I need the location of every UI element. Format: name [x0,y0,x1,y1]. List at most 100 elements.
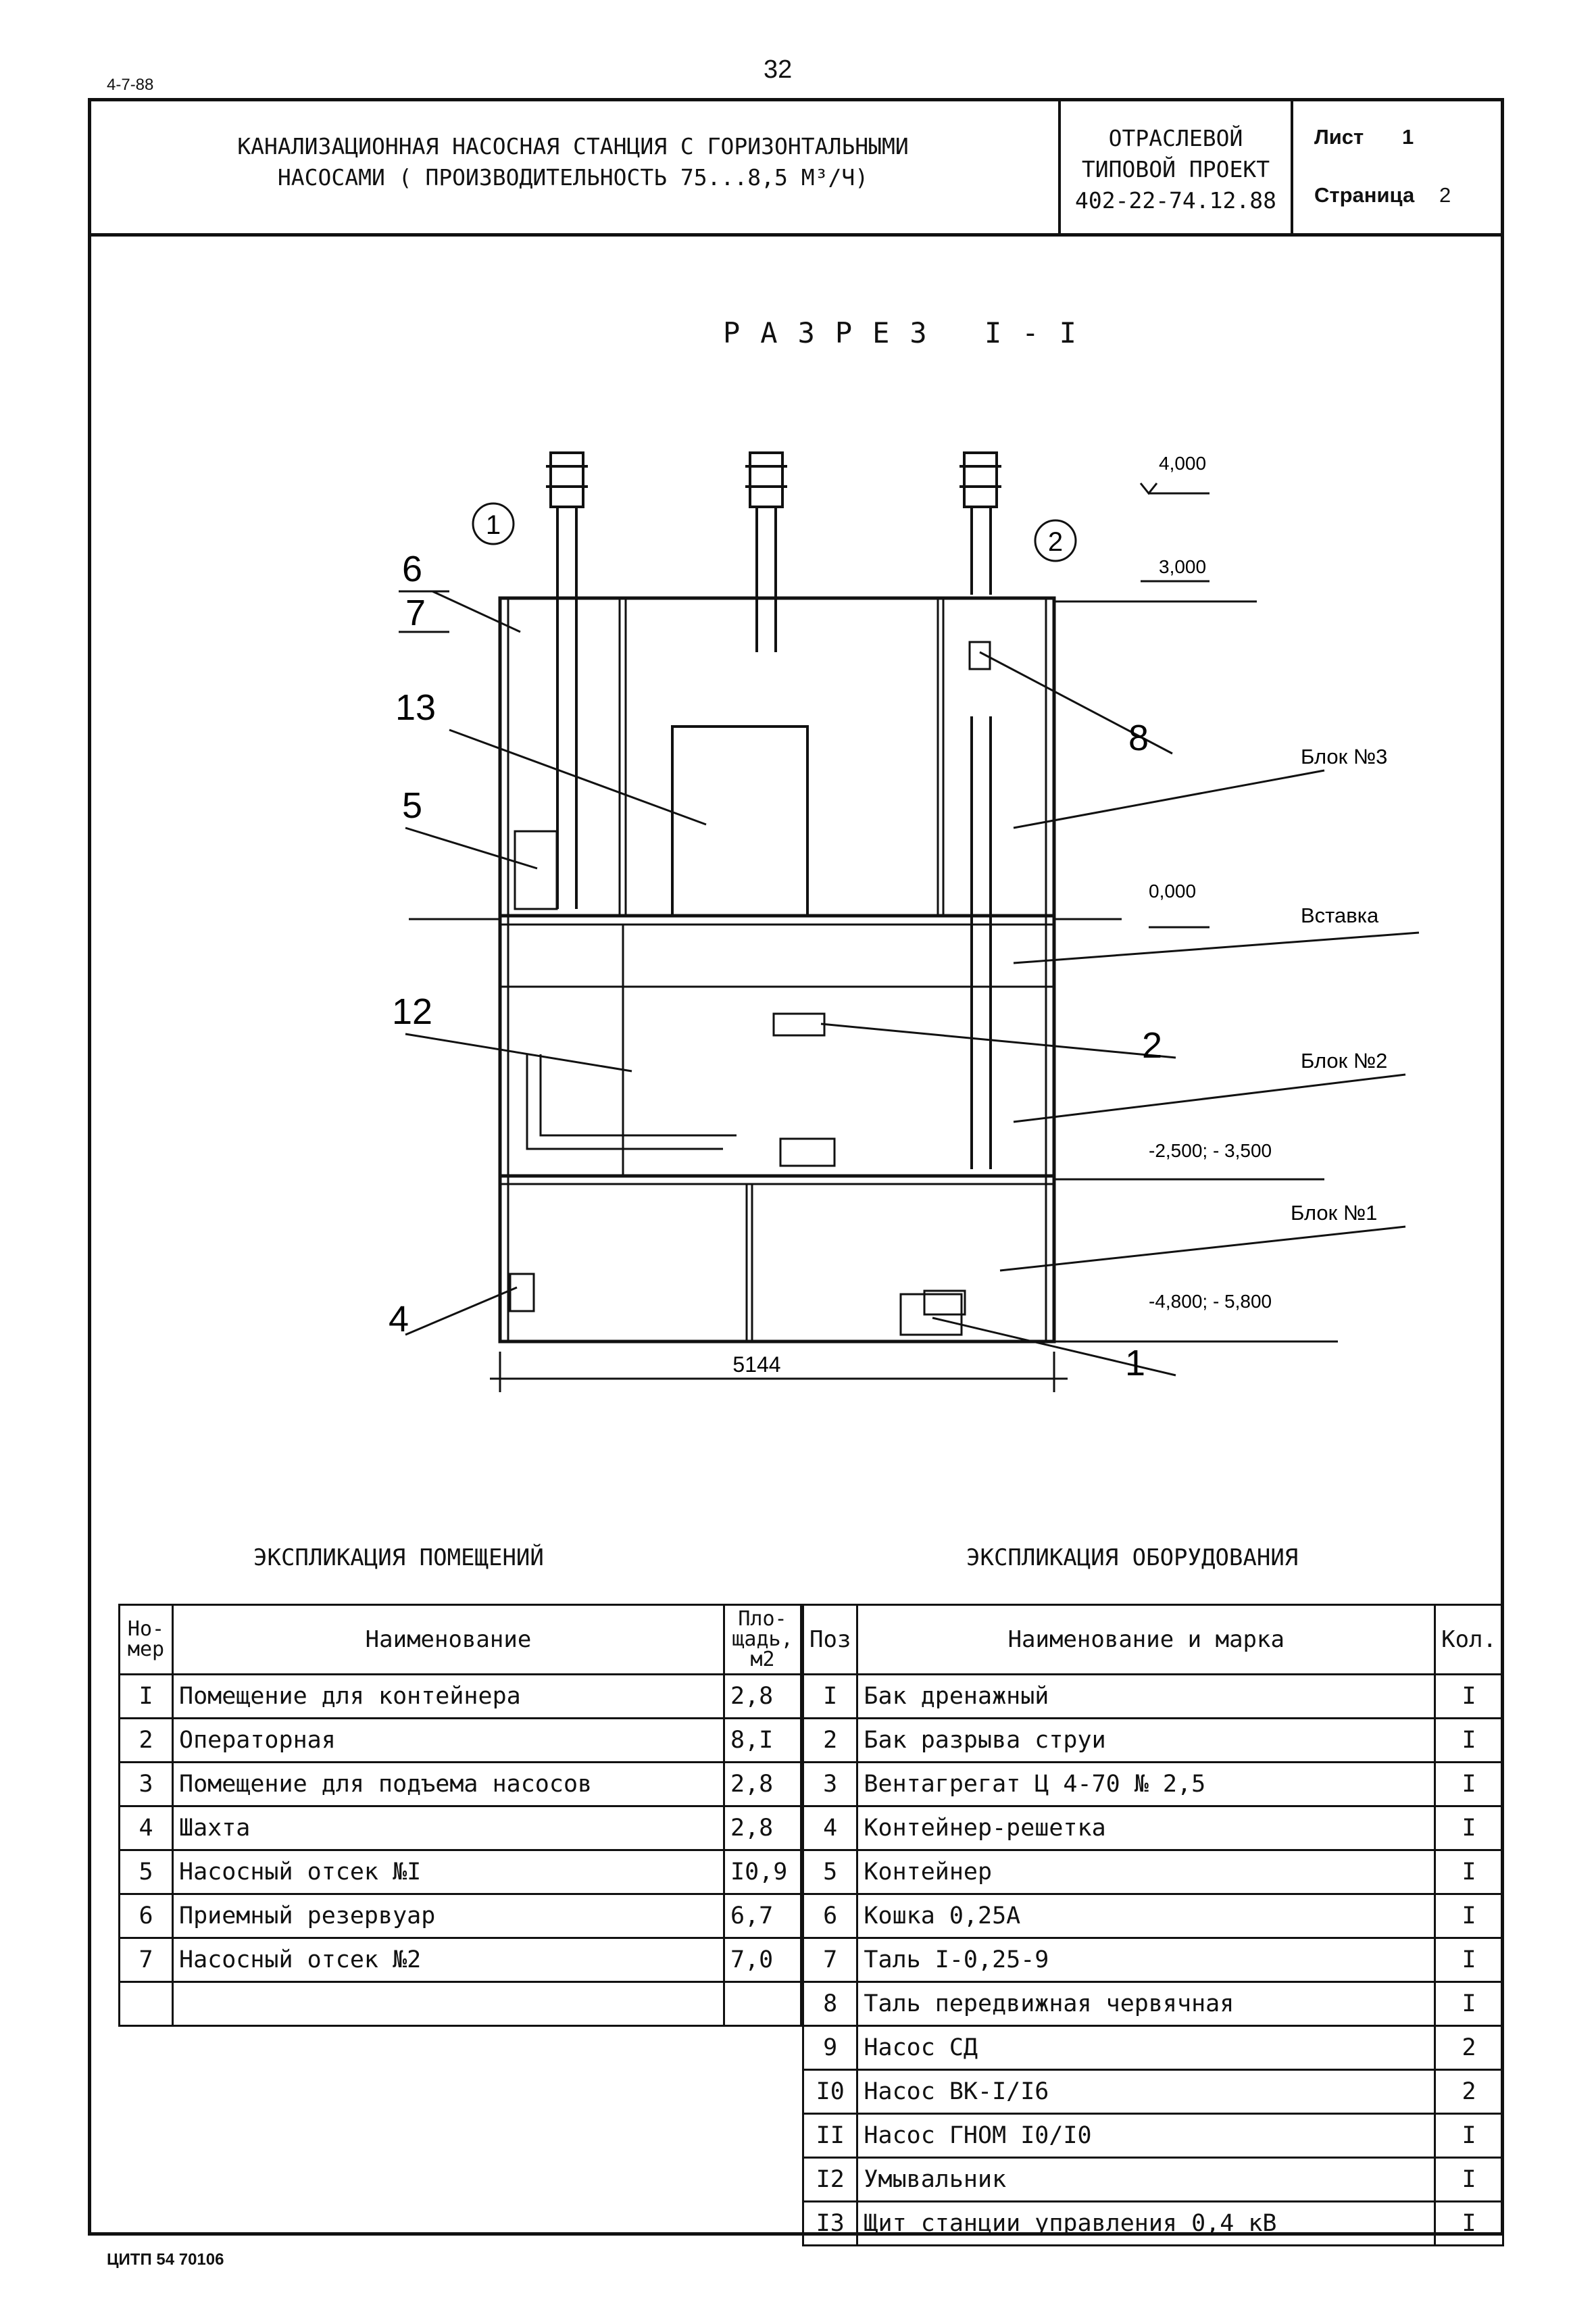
room-area: 2,8 [723,1673,802,1719]
elevation-3000: 3,000 [1159,556,1206,577]
equipment-qty: 2 [1434,2069,1504,2115]
callout-8: 8 [1128,718,1149,758]
room-number: 4 [118,1805,174,1851]
label-block-1: Блок №1 [1291,1201,1377,1225]
table-row: 3 Помещение для подъема насосов 2,8 [118,1761,802,1807]
project-line-2: ТИПОВОЙ ПРОЕКТ [1081,156,1270,182]
equipment-name: Таль передвижная червячная [856,1981,1437,2027]
equipment-qty: I [1434,1893,1504,1939]
equipment-qty: I [1434,1673,1504,1719]
equipment-pos: I2 [801,2157,859,2202]
equipment-qty: I [1434,2200,1504,2246]
room-area: 8,I [723,1717,802,1763]
equipment-header-pos: Поз [801,1604,859,1675]
title-line-2: НАСОСАМИ ( ПРОИЗВОДИТЕЛЬНОСТЬ 75...8,5 М… [277,164,869,191]
room-area: 6,7 [723,1893,802,1939]
equipment-pos: 8 [801,1981,859,2027]
room-name: Насосный отсек №2 [172,1937,725,1983]
callout-13: 13 [395,687,436,728]
room-number: 5 [118,1849,174,1895]
rooms-header-number: Но- мер [118,1604,174,1675]
equipment-name: Контейнер-решетка [856,1805,1437,1851]
rooms-header-name: Наименование [172,1604,725,1675]
section-drawing: 1 2 6 7 13 5 12 4 8 2 1 4,000 3,000 0,00… [389,451,1420,1392]
footer-code: ЦИТП 54 70106 [107,2250,224,2269]
table-row: I Помещение для контейнера 2,8 [118,1673,802,1719]
room-area: 2,8 [723,1761,802,1807]
callout-7: 7 [405,593,426,633]
document-code: 4-7-88 [107,76,154,94]
room-number: I [118,1673,174,1719]
callout-5: 5 [402,785,422,826]
equipment-qty: I [1434,2157,1504,2202]
room-number: 7 [118,1937,174,1983]
room-name: Операторная [172,1717,725,1763]
equipment-pos: 7 [801,1937,859,1983]
project-line-1: ОТРАСЛЕВОЙ [1108,125,1243,151]
table-row: 2 Операторная 8,I [118,1717,802,1763]
equipment-pos: I0 [801,2069,859,2115]
rooms-header-area: Пло- щадь, м2 [723,1604,802,1675]
dimension-width: 5144 [732,1352,780,1377]
label-block-2: Блок №2 [1301,1049,1387,1073]
equipment-name: Таль I-0,25-9 [856,1937,1437,1983]
elevation-0000: 0,000 [1149,881,1196,902]
rooms-table: Но- мер Наименование Пло- щадь, м2 I Пом… [118,1604,802,2027]
equipment-pos: 6 [801,1893,859,1939]
equipment-name: Насос ГНОМ I0/I0 [856,2113,1437,2159]
room-name: Помещение для контейнера [172,1673,725,1719]
sheet-frame [88,98,1504,2236]
equipment-qty: I [1434,1981,1504,2027]
elevation-4000: 4,000 [1159,453,1206,474]
equipment-name: Контейнер [856,1849,1437,1895]
equipment-header-name: Наименование и марка [856,1604,1437,1675]
callout-4: 4 [389,1299,409,1339]
rooms-caption: ЭКСПЛИКАЦИЯ ПОМЕЩЕНИЙ [253,1544,544,1571]
room-name: Приемный резервуар [172,1893,725,1939]
page-label: Страница [1314,183,1415,207]
axis-label-1: 1 [486,510,501,540]
callout-6: 6 [402,549,422,589]
equipment-name: Насос ВК-I/I6 [856,2069,1437,2115]
callout-12: 12 [392,991,432,1032]
equipment-name: Бак разрыва струи [856,1717,1437,1763]
equipment-caption: ЭКСПЛИКАЦИЯ ОБОРУДОВАНИЯ [966,1544,1299,1571]
room-name: Шахта [172,1805,725,1851]
room-area: 2,8 [723,1805,802,1851]
equipment-pos: I [801,1673,859,1719]
equipment-name: Умывальник [856,2157,1437,2202]
equipment-qty: I [1434,2113,1504,2159]
table-row: 5 Насосный отсек №I I0,9 [118,1849,802,1895]
equipment-qty: I [1434,1937,1504,1983]
sheet-label: Лист [1314,125,1364,149]
equipment-name: Щит станции управления 0,4 кВ [856,2200,1437,2246]
equipment-pos: 2 [801,1717,859,1763]
equipment-name: Бак дренажный [856,1673,1437,1719]
elevation-minus-2500: -2,500; - 3,500 [1149,1140,1272,1161]
project-number: 402-22-74.12.88 [1074,187,1276,214]
equipment-pos: 4 [801,1805,859,1851]
equipment-qty: 2 [1434,2025,1504,2071]
callout-1: 1 [1125,1343,1145,1383]
elevation-minus-4800: -4,800; - 5,800 [1149,1291,1272,1312]
equipment-pos: II [801,2113,859,2159]
equipment-qty: I [1434,1761,1504,1807]
page-value: 2 [1439,183,1451,207]
equipment-qty: I [1434,1717,1504,1763]
label-insert: Вставка [1301,904,1379,927]
table-row-empty [118,1981,802,2027]
equipment-pos: 3 [801,1761,859,1807]
equipment-pos: I3 [801,2200,859,2246]
label-block-3: Блок №3 [1301,745,1387,768]
room-number: 2 [118,1717,174,1763]
equipment-qty: I [1434,1805,1504,1851]
